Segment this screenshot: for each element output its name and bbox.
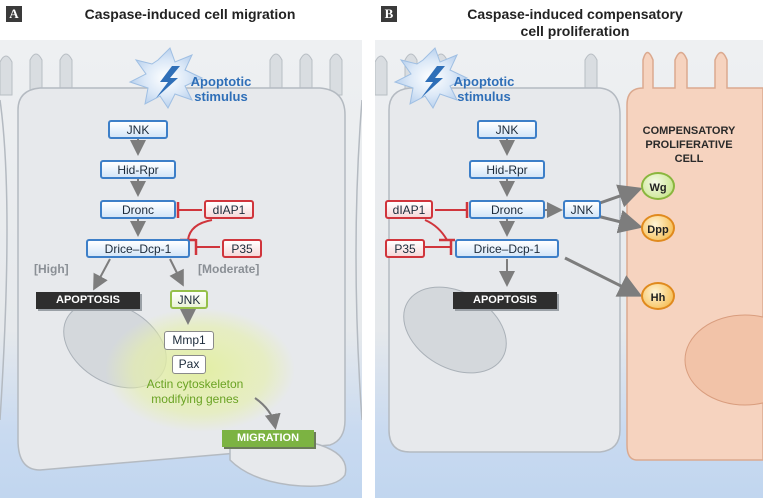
panel-a-high-label: [High] xyxy=(34,262,69,276)
panel-b-apoptosis-label: APOPTOSIS xyxy=(453,292,557,309)
panel-a-migration-label: MIGRATION xyxy=(222,430,314,447)
panel-a-pax-node: Pax xyxy=(172,355,206,374)
panel-a-apoptotic-stimulus: Apoptotic stimulus xyxy=(190,74,252,104)
panel-b-proliferative-cell-title: COMPENSATORY PROLIFERATIVE CELL xyxy=(642,125,736,165)
panel-a-jnk-lower-node: JNK xyxy=(170,290,208,309)
panel-b-diap1-node: dIAP1 xyxy=(385,200,433,219)
panel-b-apoptotic-stimulus: Apoptotic stimulus xyxy=(453,74,515,104)
panel-a-moderate-label: [Moderate] xyxy=(198,262,260,276)
panel-a-letter: A xyxy=(6,6,22,22)
panel-b-drice-dcp1-node: Drice–Dcp-1 xyxy=(455,239,559,258)
panel-b-hh-ball: Hh xyxy=(641,282,675,310)
panel-b-dpp-ball: Dpp xyxy=(641,214,675,242)
panel-b-p35-node: P35 xyxy=(385,239,425,258)
panel-a-p35-node: P35 xyxy=(222,239,262,258)
panel-a-apoptosis-label: APOPTOSIS xyxy=(36,292,140,309)
panel-a-drice-dcp1-node: Drice–Dcp-1 xyxy=(86,239,190,258)
panel-b-dronc-node: Dronc xyxy=(469,200,545,219)
panel-b-jnk-node: JNK xyxy=(477,120,537,139)
panel-a-dronc-node: Dronc xyxy=(100,200,176,219)
panel-b-hid-rpr-node: Hid-Rpr xyxy=(469,160,545,179)
panel-b-cell-illustration xyxy=(375,47,763,461)
panel-a-mmp1-node: Mmp1 xyxy=(164,331,214,350)
panel-a-actin-text: Actin cytoskeleton modifying genes xyxy=(146,377,244,406)
panel-a-title: Caspase-induced cell migration xyxy=(84,6,296,22)
panel-b-letter: B xyxy=(381,6,397,22)
panel-a-jnk-node: JNK xyxy=(108,120,168,139)
panel-b-jnk-side-node: JNK xyxy=(563,200,601,219)
panel-a-hid-rpr-node: Hid-Rpr xyxy=(100,160,176,179)
panel-b-wg-ball: Wg xyxy=(641,172,675,200)
panel-a: A Caspase-induced cell migration Apoptot… xyxy=(0,0,362,498)
panel-b: B Caspase-induced compensatory cell prol… xyxy=(375,0,763,498)
panel-b-title: Caspase-induced compensatory cell prolif… xyxy=(467,6,683,39)
panel-a-diap1-node: dIAP1 xyxy=(204,200,254,219)
